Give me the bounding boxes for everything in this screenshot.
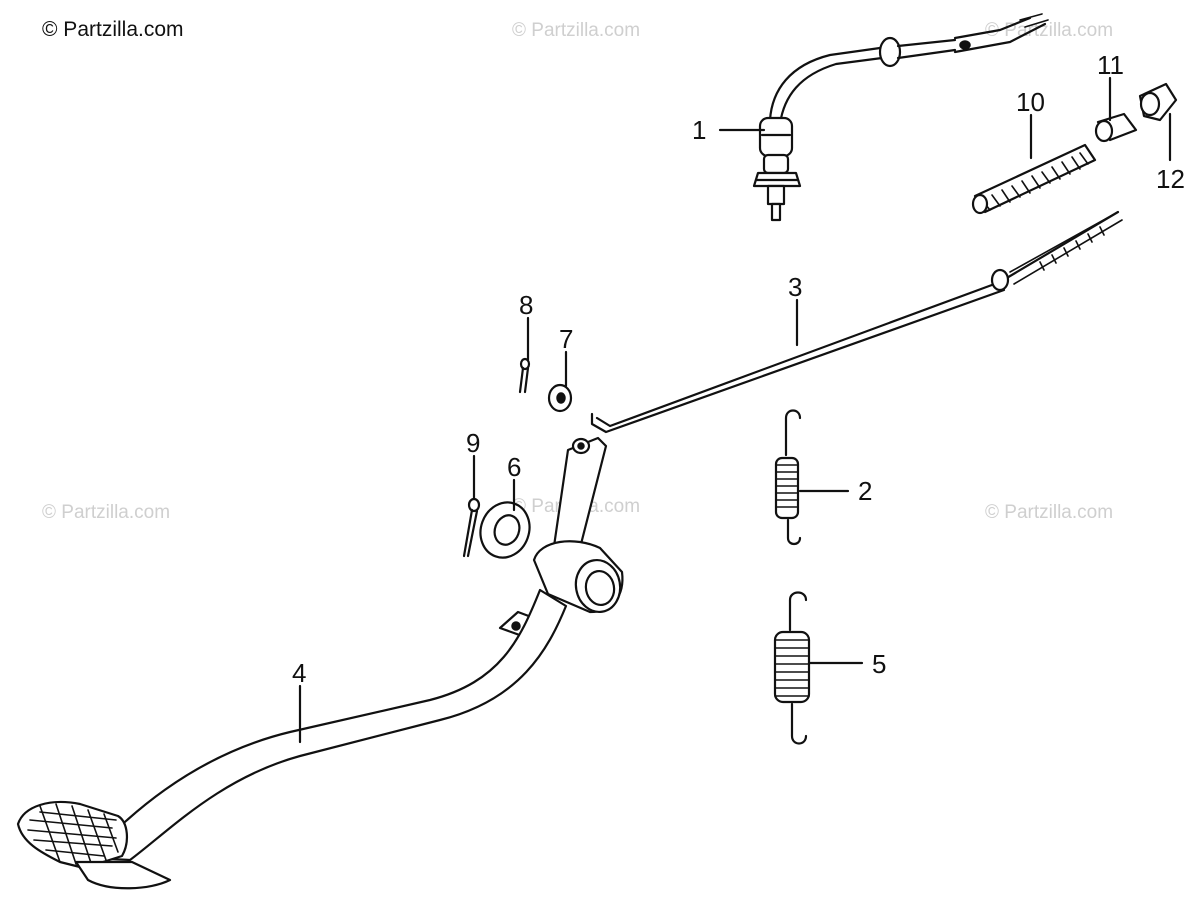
callout-8: 8 <box>519 290 533 320</box>
callout-10: 10 <box>1016 87 1045 117</box>
part-6-washer <box>479 501 531 559</box>
callout-12: 12 <box>1156 164 1185 194</box>
part-4-brake-pedal <box>16 436 624 890</box>
leader-lines <box>298 76 1172 744</box>
callout-1: 1 <box>692 115 706 145</box>
callout-5: 5 <box>872 649 886 679</box>
callout-4: 4 <box>292 658 306 688</box>
callout-11: 11 <box>1097 50 1124 80</box>
watermark-mid-right: © Partzilla.com <box>985 502 1113 523</box>
part-11-collar <box>1094 112 1138 143</box>
part-12-adjusting-nut <box>1138 82 1178 122</box>
part-10-spring <box>971 143 1097 215</box>
part-8-cotter-pin <box>518 357 531 394</box>
watermark-top-right: © Partzilla.com <box>985 20 1113 41</box>
part-2-spring <box>774 409 802 546</box>
callout-7: 7 <box>559 324 573 354</box>
callout-9: 9 <box>466 428 480 458</box>
callout-2: 2 <box>858 476 872 506</box>
callout-3: 3 <box>788 272 802 302</box>
part-7-washer <box>547 383 573 413</box>
part-3-brake-rod <box>590 210 1123 434</box>
callout-6: 6 <box>507 452 521 482</box>
watermark-top-center: © Partzilla.com <box>512 20 640 41</box>
part-1-stop-switch <box>752 13 1049 222</box>
watermark-mid-left: © Partzilla.com <box>42 502 170 523</box>
part-9-cotter-pin <box>462 497 481 558</box>
part-5-spring <box>773 591 811 745</box>
watermark-top-left: © Partzilla.com <box>42 18 184 41</box>
